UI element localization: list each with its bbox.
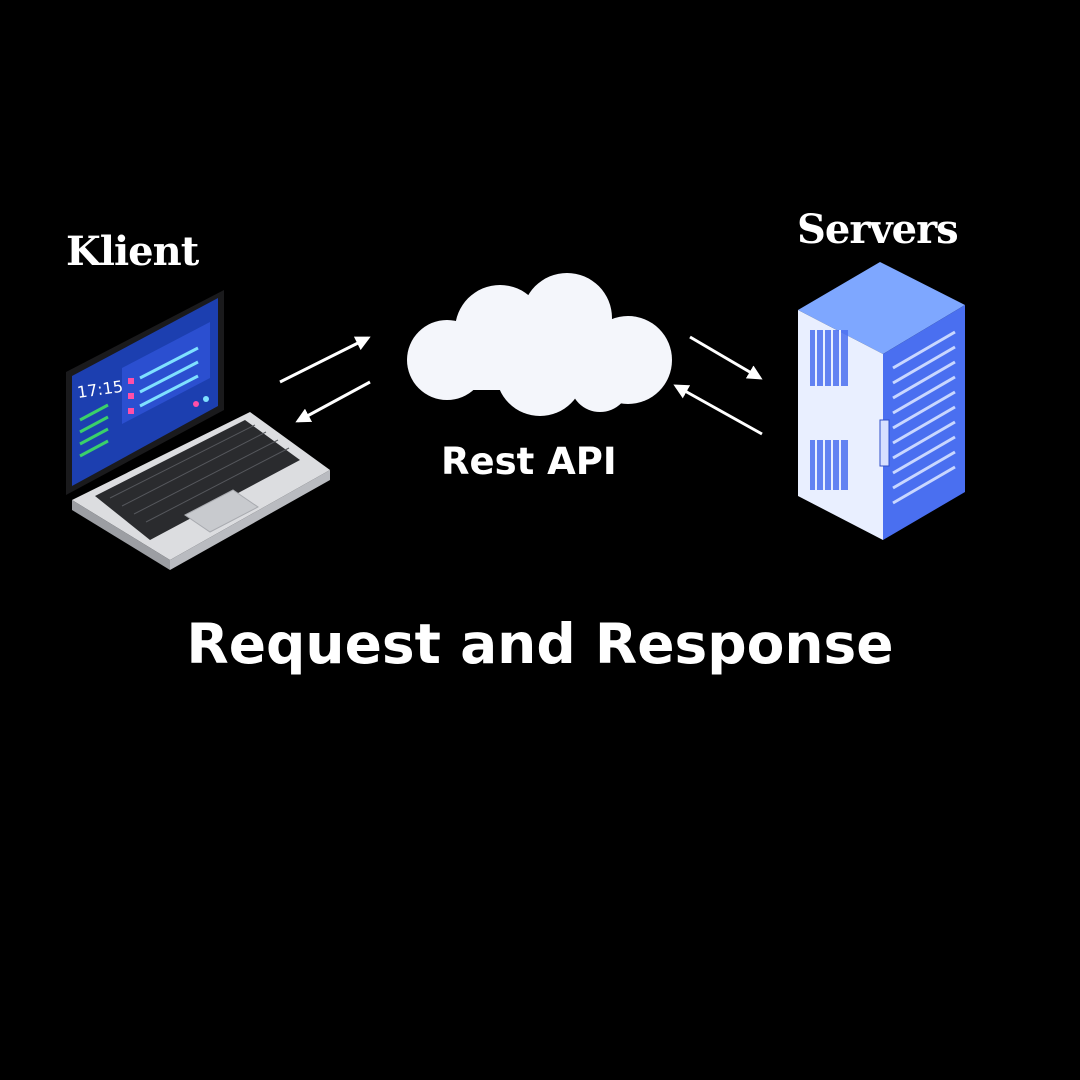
laptop-icon: 17:15 (66, 290, 330, 570)
servers-label: Servers (797, 206, 959, 253)
forward-arrow (689, 335, 763, 380)
diagram-caption: Request and Response (186, 612, 894, 676)
rest-api-label: Rest API (441, 440, 617, 483)
cloud-icon (407, 273, 672, 416)
response-arrow (295, 380, 371, 423)
return-arrow (673, 384, 763, 436)
request-arrow (279, 336, 371, 384)
server-rack-icon (798, 262, 965, 540)
client-label: Klient (66, 228, 199, 275)
